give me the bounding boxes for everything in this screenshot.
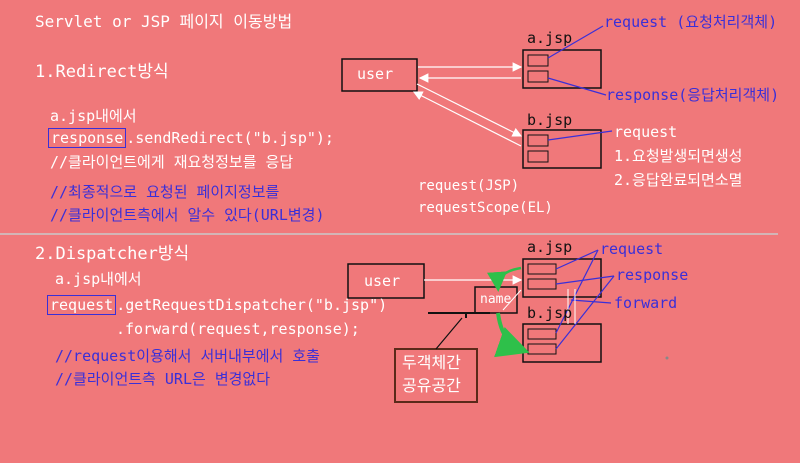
user-to-b-arrow: [416, 83, 523, 137]
a-jsp-response-slot-2: [527, 278, 557, 290]
response-code-box: response: [48, 128, 127, 148]
label-response-line-b: [555, 275, 615, 350]
label-forward: forward: [614, 294, 678, 312]
request-code-box: request: [47, 295, 117, 315]
section2-heading: 2.Dispatcher방식: [35, 244, 190, 264]
send-redirect-code: .sendRedirect("b.jsp");: [126, 129, 334, 147]
section1-code: response.sendRedirect("b.jsp");: [48, 128, 334, 148]
request-scope-label: requestScope(EL): [418, 200, 553, 216]
response-note-line: [547, 77, 607, 96]
label-request-line-a: [555, 249, 599, 270]
section2-comment2: //클라이언트측 URL은 변경없다: [55, 370, 271, 388]
b-jsp-box-1: [522, 129, 602, 169]
request-jsp-label: request(JSP): [418, 178, 520, 194]
label-request: request: [600, 240, 664, 258]
section1-comment2: //최종적으로 요청된 페이지정보를: [50, 183, 280, 201]
b-to-user-arrow: [412, 91, 522, 147]
a-jsp-label-1: a.jsp: [527, 29, 573, 47]
a-jsp-response-slot-1: [527, 70, 549, 83]
b-jsp-label-1: b.jsp: [527, 111, 573, 129]
stray-dot: [665, 356, 669, 360]
b-request-label: request: [614, 123, 678, 141]
label-request-line-b: [555, 249, 599, 334]
shared-space-line1: 두객체간: [402, 353, 461, 372]
user-box-1: [341, 58, 418, 92]
get-dispatcher-code: .getRequestDispatcher("b.jsp"): [116, 296, 388, 314]
section2-code: request.getRequestDispatcher("b.jsp"): [47, 295, 388, 315]
name-to-b-arrow: [494, 312, 530, 358]
b-note-created: 1.요청발생되면생성: [614, 147, 743, 165]
response-note: response(응답처리객체): [606, 86, 780, 104]
label-response: response: [616, 266, 689, 284]
section1-comment1: //클라이언트에게 재요청정보를 응답: [50, 153, 294, 171]
page-title: Servlet or JSP 페이지 이동방법: [35, 12, 293, 31]
b-jsp-request-slot-2: [527, 328, 557, 340]
b-jsp-response-slot-2: [527, 343, 557, 355]
section2-comment1: //request이용해서 서버내부에서 호출: [55, 347, 320, 365]
name-label: name: [480, 292, 512, 307]
b-jsp-request-slot-1: [527, 134, 549, 147]
section1-heading: 1.Redirect방식: [35, 62, 169, 82]
b-jsp-box-2: [522, 323, 602, 363]
b-request-note-line: [547, 130, 613, 141]
user-box-2: [347, 263, 425, 299]
user-label-1: user: [357, 65, 394, 83]
b-jsp-response-slot-1: [527, 150, 549, 163]
a-jsp-request-slot-2: [527, 263, 557, 275]
a-jsp-request-slot-1: [527, 54, 549, 67]
store-to-name-arrow: [487, 266, 522, 292]
shared-space-line2: 공유공간: [402, 376, 461, 395]
a-jsp-box-2: [522, 258, 602, 298]
section1-comment3: //클라이언트측에서 알수 있다(URL변경): [50, 206, 325, 224]
a-jsp-label-2: a.jsp: [527, 238, 573, 256]
b-note-destroyed: 2.응답완료되면소멸: [614, 171, 743, 189]
request-note-line: [547, 25, 604, 59]
b-jsp-label-2: b.jsp: [527, 304, 573, 322]
section2-line1: a.jsp내에서: [55, 270, 142, 288]
label-response-line-a: [555, 275, 615, 285]
forward-line: [570, 299, 612, 304]
section1-line1: a.jsp내에서: [50, 107, 137, 125]
user-label-2: user: [364, 272, 401, 290]
a-to-name-line: [502, 289, 522, 311]
section2-forward-code: .forward(request,response);: [116, 320, 360, 338]
shared-space-connector: [435, 317, 463, 350]
request-note: request (요청처리객체): [604, 13, 778, 31]
